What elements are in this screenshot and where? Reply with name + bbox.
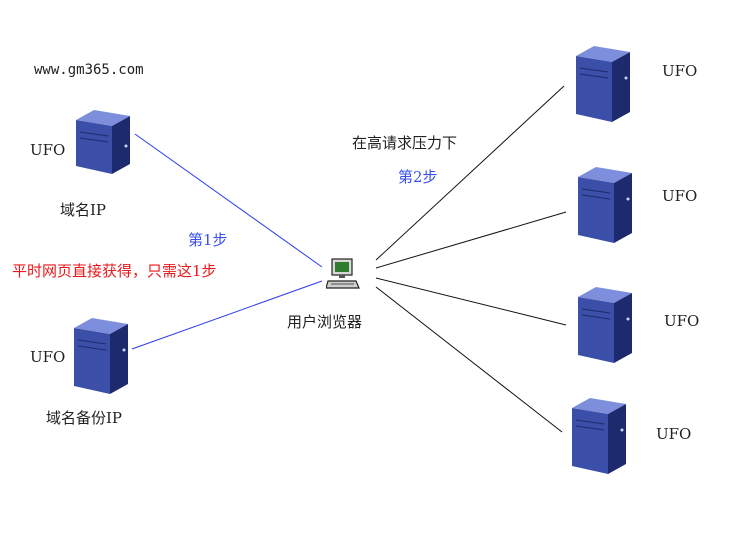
right-server-1-badge: UFO — [662, 62, 698, 80]
server-icon — [572, 285, 636, 363]
right-server-3-badge: UFO — [664, 312, 700, 330]
left-server-1-badge: UFO — [30, 141, 66, 159]
link-ufo-2 — [375, 211, 567, 269]
link-backup-ip — [131, 280, 323, 350]
server-icon — [566, 396, 630, 474]
server-icon — [572, 165, 636, 243]
server-icon — [570, 44, 634, 122]
step2-label: 第2步 — [398, 168, 438, 186]
link-ufo-1 — [375, 85, 565, 261]
link-domain-ip — [134, 133, 323, 268]
site-label: www.gm365.com — [34, 62, 144, 78]
step2-note: 在高请求压力下 — [352, 134, 458, 152]
left-server-2-caption: 域名备份IP — [46, 409, 123, 427]
step1-label: 第1步 — [188, 231, 228, 249]
link-ufo-3 — [375, 277, 567, 326]
left-server-2-badge: UFO — [30, 348, 66, 366]
right-server-4-badge: UFO — [656, 425, 692, 443]
server-icon — [70, 108, 134, 176]
left-server-1-caption: 域名IP — [60, 201, 107, 219]
right-server-2-badge: UFO — [662, 187, 698, 205]
computer-icon — [325, 257, 360, 291]
link-ufo-4 — [375, 286, 563, 433]
server-icon — [68, 316, 132, 394]
step1-note: 平时网页直接获得，只需这1步 — [12, 262, 217, 280]
browser-caption: 用户浏览器 — [287, 313, 363, 331]
